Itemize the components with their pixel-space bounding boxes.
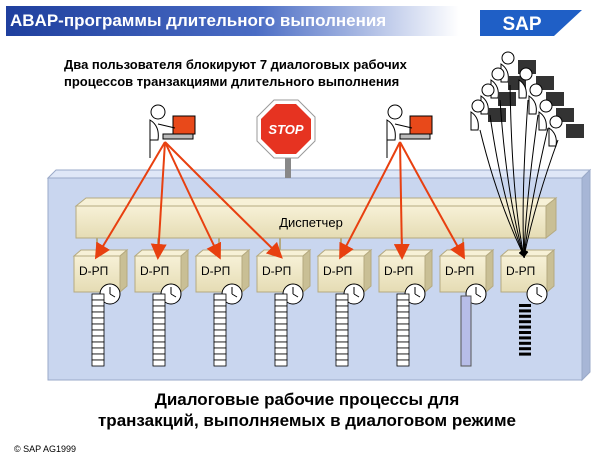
request-arrow bbox=[393, 141, 410, 260]
request-arrow bbox=[339, 141, 401, 260]
request-queue bbox=[396, 293, 410, 367]
sap-logo-text: SAP bbox=[502, 14, 541, 35]
caption-line-1: Диалоговые рабочие процессы для bbox=[154, 390, 460, 409]
annotation-line-2: процессов транзакциями длительного выпол… bbox=[64, 74, 400, 89]
request-arrow bbox=[509, 84, 527, 258]
work-process-5: D-РП bbox=[316, 248, 373, 367]
work-process-label: D-РП bbox=[262, 264, 291, 278]
request-arrow bbox=[521, 139, 559, 258]
caption-line-2: транзакций, выполняемых в диалоговом реж… bbox=[97, 411, 516, 430]
request-arrow bbox=[164, 141, 283, 259]
clock-icon bbox=[99, 283, 121, 305]
request-queue bbox=[274, 293, 288, 367]
request-queue bbox=[519, 304, 531, 356]
work-process-label: D-РП bbox=[506, 264, 535, 278]
request-arrow bbox=[399, 141, 465, 260]
stop-sign-text: STOP bbox=[268, 122, 303, 137]
user-icon-2 bbox=[386, 104, 433, 158]
request-arrow bbox=[489, 114, 526, 258]
request-arrow bbox=[499, 99, 526, 258]
request-queue bbox=[91, 293, 105, 367]
work-process-group: D-РП D-РП D-РП D-РП D-РП D-РП D-РП D-РП bbox=[72, 248, 556, 367]
clock-icon bbox=[526, 283, 548, 305]
annotation-line-1: Два пользователя блокируют 7 диалоговых … bbox=[64, 57, 407, 72]
work-process-1: D-РП bbox=[72, 248, 129, 367]
request-queue bbox=[213, 293, 227, 367]
request-arrow bbox=[521, 127, 549, 258]
dispatcher-label: Диспетчер bbox=[279, 215, 343, 230]
work-process-label: D-РП bbox=[201, 264, 230, 278]
request-queue bbox=[460, 295, 472, 367]
work-process-label: D-РП bbox=[140, 264, 169, 278]
work-process-3: D-РП bbox=[194, 248, 251, 367]
request-arrow bbox=[520, 99, 529, 258]
request-arrows bbox=[94, 84, 559, 260]
work-process-8: D-РП bbox=[499, 248, 556, 356]
dispatcher-bar: Диспетчер bbox=[74, 196, 558, 240]
stop-sign: STOP bbox=[256, 99, 316, 178]
request-queue bbox=[152, 293, 166, 367]
work-process-7: D-РП bbox=[438, 248, 495, 367]
work-process-label: D-РП bbox=[445, 264, 474, 278]
annotation-text: Два пользователя блокируют 7 диалоговых … bbox=[64, 56, 407, 90]
clock-icon bbox=[343, 283, 365, 305]
request-arrow bbox=[479, 129, 525, 258]
work-process-label: D-РП bbox=[323, 264, 352, 278]
clock-icon bbox=[160, 283, 182, 305]
header: ABAP-программы длительного выполнения SA… bbox=[0, 0, 614, 40]
sap-logo: SAP bbox=[480, 10, 582, 36]
user-icon-1 bbox=[149, 104, 196, 158]
request-arrow bbox=[94, 141, 166, 260]
work-process-2: D-РП bbox=[133, 248, 190, 367]
caption: Диалоговые рабочие процессы для транзакц… bbox=[0, 389, 614, 431]
page-title: ABAP-программы длительного выполнения bbox=[10, 11, 387, 30]
work-process-label: D-РП bbox=[79, 264, 108, 278]
copyright: © SAP AG1999 bbox=[14, 444, 77, 454]
request-arrow bbox=[520, 114, 539, 258]
request-queue bbox=[335, 293, 349, 367]
request-arrow bbox=[150, 141, 167, 260]
request-arrow bbox=[164, 141, 221, 260]
user-group-icon bbox=[470, 51, 584, 147]
work-process-label: D-РП bbox=[384, 264, 413, 278]
title-bar bbox=[6, 6, 459, 36]
